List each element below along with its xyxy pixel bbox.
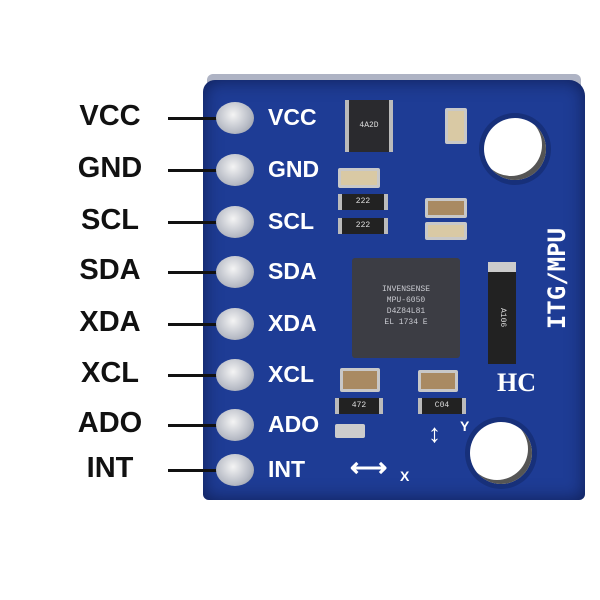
resistor: 222 bbox=[338, 218, 388, 234]
capacitor-label: C04 bbox=[418, 398, 466, 414]
capacitor bbox=[340, 368, 380, 392]
pin-pad bbox=[216, 359, 254, 391]
pin-pointer-line bbox=[168, 374, 240, 377]
pin-pad bbox=[216, 102, 254, 134]
axis-y-label: Y bbox=[460, 418, 470, 434]
axis-x-label: X bbox=[400, 468, 410, 484]
pin-silkscreen-label: INT bbox=[268, 456, 306, 482]
resistor: 472 bbox=[335, 398, 383, 414]
mounting-hole bbox=[470, 422, 532, 484]
chip-text: EL 1734 E bbox=[384, 318, 428, 327]
pin-pointer-line bbox=[168, 221, 240, 224]
chip-text: INVENSENSE bbox=[381, 285, 430, 294]
capacitor bbox=[418, 370, 458, 392]
axis-y-arrow-icon: ↕ bbox=[428, 418, 441, 448]
pin-silkscreen-label: SDA bbox=[268, 258, 317, 284]
pin-pad bbox=[216, 308, 254, 340]
regulator: 4A2D bbox=[345, 100, 393, 152]
pin-label-external: GND bbox=[77, 152, 143, 184]
diode: A106 bbox=[488, 262, 516, 364]
pin-pointer-line bbox=[168, 271, 240, 274]
mounting-hole bbox=[484, 118, 546, 180]
pin-pad bbox=[216, 256, 254, 288]
maker-text: HC bbox=[497, 368, 536, 397]
pin-silkscreen-label: XDA bbox=[268, 310, 317, 336]
pin-silkscreen-label: GND bbox=[268, 156, 320, 182]
pin-silkscreen-label: VCC bbox=[268, 104, 317, 130]
pin-pad bbox=[216, 454, 254, 486]
pin-pointer-line bbox=[168, 169, 240, 172]
board-model-text: ITG/MPU bbox=[543, 228, 571, 330]
pin-label-external: SDA bbox=[79, 254, 141, 286]
pin-label-external: ADO bbox=[77, 407, 143, 439]
pin-silkscreen-label: SCL bbox=[268, 208, 314, 234]
chip-text: MPU-6050 bbox=[386, 296, 426, 305]
axis-x-arrow-icon: ⟷ bbox=[350, 452, 388, 482]
pin-label-external: VCC bbox=[79, 100, 141, 132]
led bbox=[335, 424, 365, 438]
pin-pad bbox=[216, 206, 254, 238]
pin-label-external: XDA bbox=[79, 306, 141, 338]
pin-pad bbox=[216, 154, 254, 186]
pin-pointer-line bbox=[168, 323, 240, 326]
pin-label-external: XCL bbox=[81, 357, 139, 389]
pin-pad bbox=[216, 409, 254, 441]
pin-silkscreen-label: ADO bbox=[268, 411, 320, 437]
pin-silkscreen-label: XCL bbox=[268, 361, 314, 387]
pin-pointer-line bbox=[168, 117, 240, 120]
capacitor bbox=[425, 198, 467, 218]
mpu6050-chip: INVENSENSE MPU-6050 D4Z84L81 EL 1734 E bbox=[352, 258, 460, 358]
capacitor bbox=[445, 108, 467, 144]
capacitor bbox=[425, 222, 467, 240]
pin-label-external: SCL bbox=[81, 204, 139, 236]
pin-pointer-line bbox=[168, 469, 240, 472]
pin-label-external: INT bbox=[86, 452, 134, 484]
pin-pointer-line bbox=[168, 424, 240, 427]
capacitor bbox=[338, 168, 380, 188]
chip-text: D4Z84L81 bbox=[386, 307, 426, 316]
resistor: 222 bbox=[338, 194, 388, 210]
